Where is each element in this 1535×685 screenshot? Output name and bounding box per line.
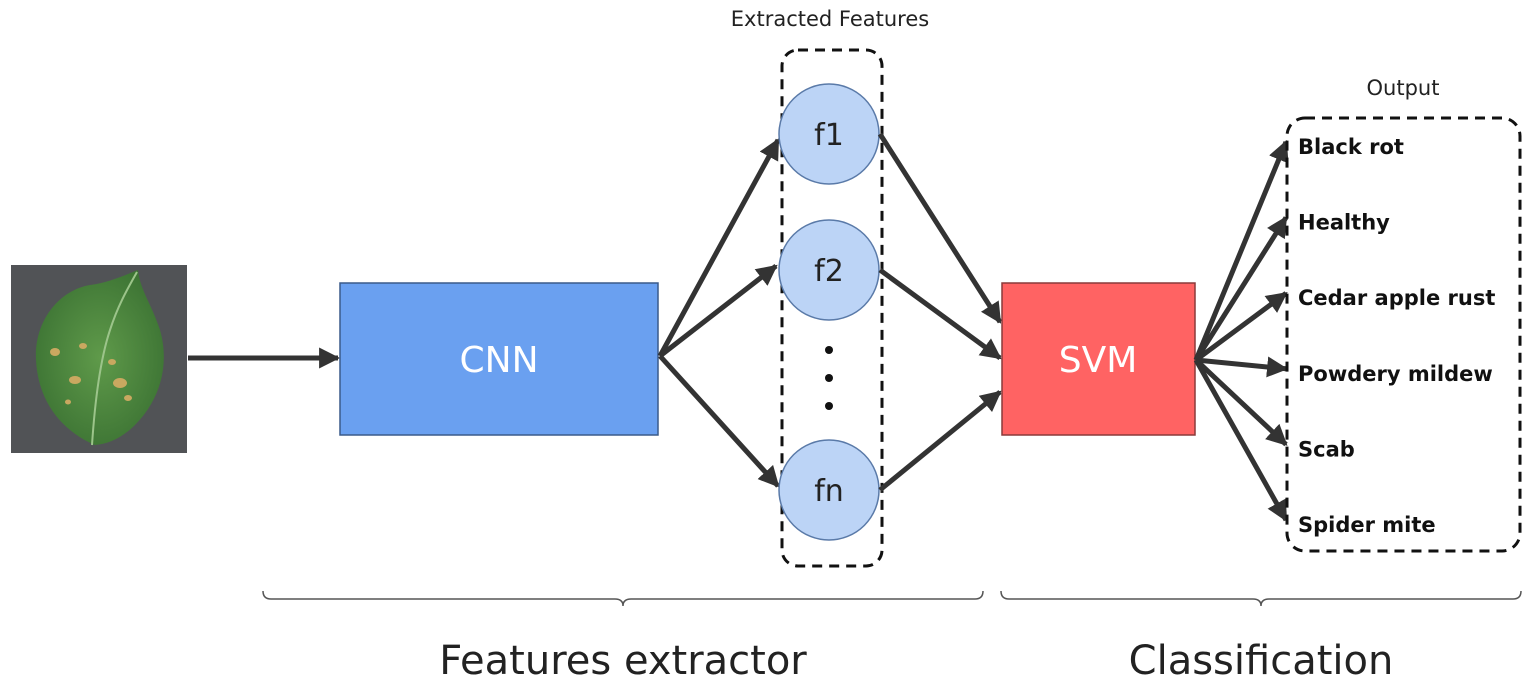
extracted-features-title: Extracted Features	[731, 7, 929, 31]
output-class-label: Scab	[1298, 437, 1355, 461]
features-extractor-brace	[262, 590, 984, 607]
cnn-box: CNN	[339, 282, 659, 436]
arrow-svm-to-output	[1195, 356, 1289, 378]
svm-label: SVM	[1059, 340, 1138, 381]
output-arrows	[1193, 140, 1289, 522]
feature-node-f1: f1	[778, 83, 880, 185]
feature-ellipsis	[825, 346, 833, 410]
arrow-f2-to-svm	[878, 267, 1002, 361]
output-class-label: Spider mite	[1298, 513, 1436, 537]
svm-box: SVM	[1001, 282, 1196, 436]
output-class-label: Healthy	[1298, 211, 1390, 235]
cnn-label: CNN	[460, 340, 539, 381]
classification-brace	[1000, 590, 1522, 607]
features-dashed-group	[780, 48, 884, 568]
arrow-svm-to-output	[1193, 140, 1289, 361]
arrow-svm-to-output	[1194, 291, 1288, 363]
input-leaf-image	[11, 265, 187, 453]
classification-label: Classification	[1129, 638, 1394, 684]
arrow-f1-to-svm	[877, 132, 1003, 324]
output-class-label: Cedar apple rust	[1298, 286, 1495, 310]
arrow-svm-to-output	[1194, 358, 1288, 447]
output-dashed-group	[1285, 116, 1522, 553]
feature-label: f2	[814, 254, 844, 289]
feature-label: fn	[814, 474, 844, 509]
output-title: Output	[1367, 76, 1440, 100]
arrow-svm-to-output	[1193, 358, 1289, 522]
arrow-fn-to-svm	[878, 390, 1002, 492]
features-extractor-label: Features extractor	[439, 638, 807, 684]
output-class-label: Powdery mildew	[1298, 362, 1493, 386]
output-class-label: Black rot	[1298, 135, 1404, 159]
feature-label: f1	[814, 118, 844, 153]
arrow-cnn-to-f1	[657, 138, 781, 358]
arrow-cnn-to-fn	[658, 354, 780, 488]
arrow-cnn-to-f2	[658, 264, 778, 358]
feature-node-fn: fn	[778, 439, 880, 541]
arrow-svm-to-output	[1193, 215, 1289, 362]
feature-node-f2: f2	[778, 219, 880, 321]
